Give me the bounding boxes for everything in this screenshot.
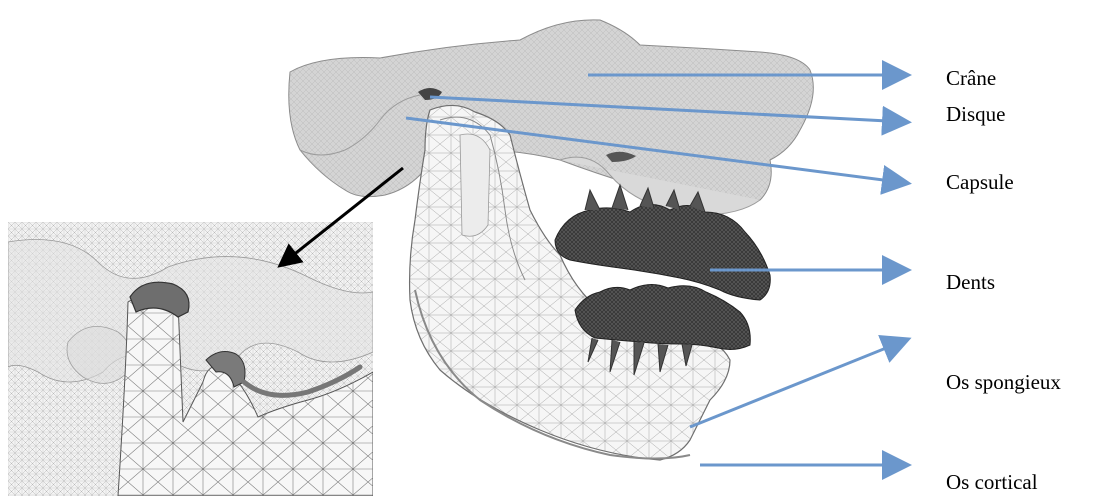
os-spongieux-label: Os spongieux — [946, 372, 1061, 393]
disque-label: Disque — [946, 104, 1006, 125]
os-cortical-label: Os cortical — [946, 472, 1038, 493]
crane-label: Crâne — [946, 68, 996, 89]
dents-label: Dents — [946, 272, 995, 293]
skull-mesh — [289, 20, 814, 201]
capsule-label: Capsule — [946, 172, 1014, 193]
